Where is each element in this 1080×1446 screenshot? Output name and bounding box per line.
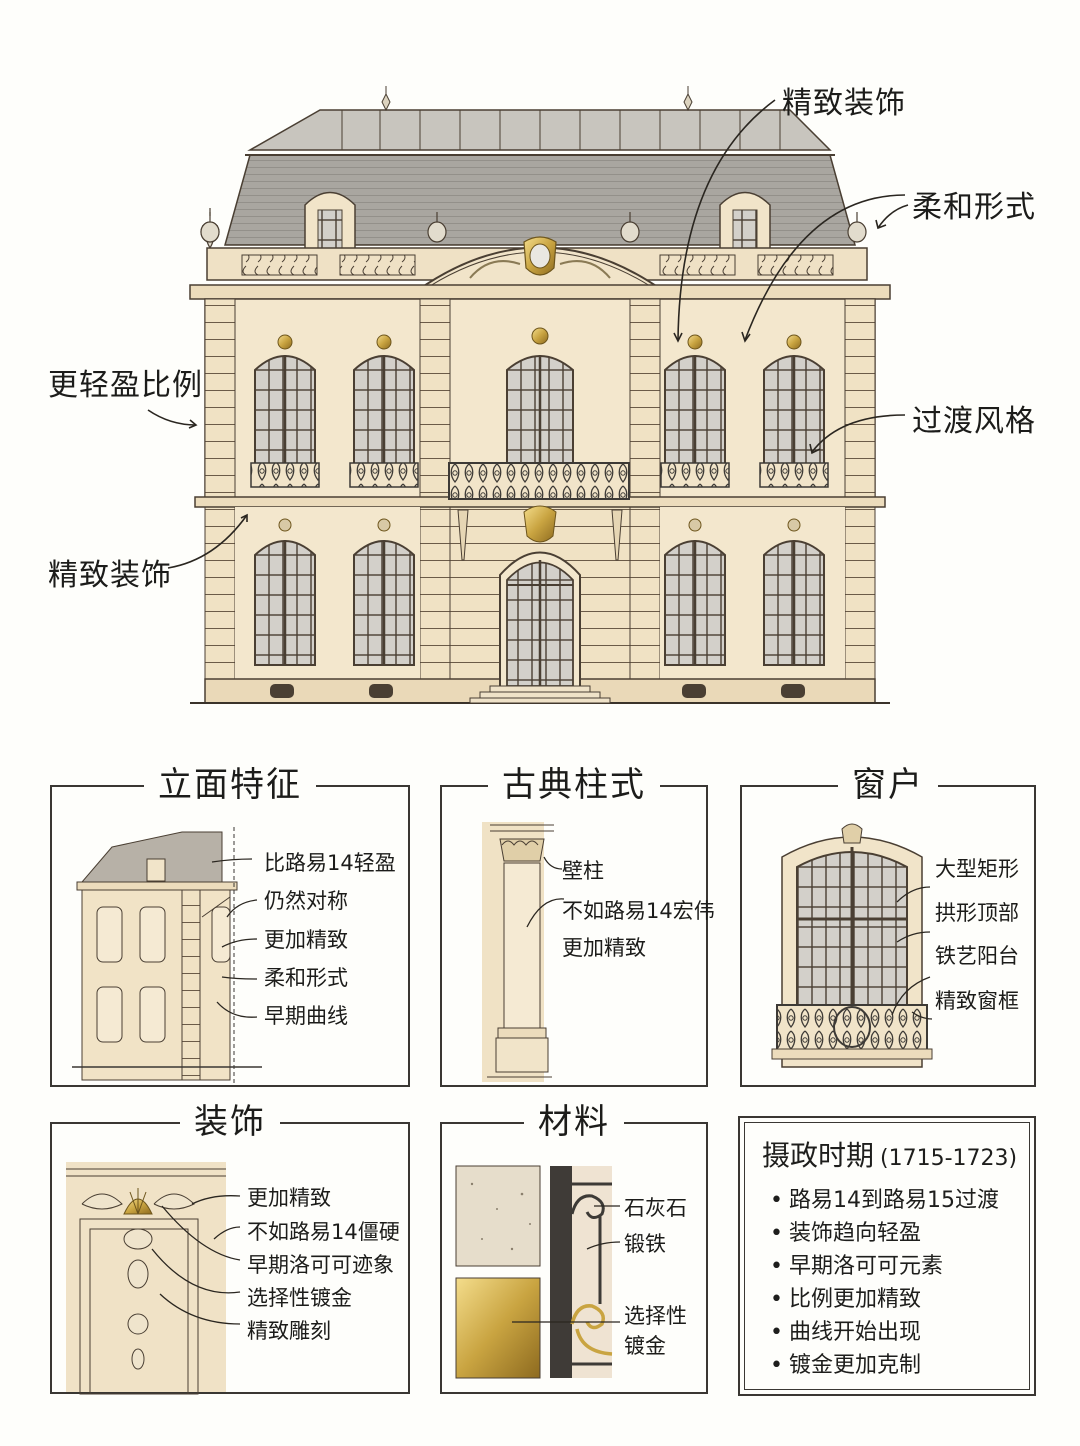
- summary-item: 曲线开始出现: [770, 1316, 999, 1349]
- gold-swatch: [455, 1277, 541, 1379]
- label-more-refined: 更加精致: [247, 1186, 331, 1210]
- label-early-rococo: 早期洛可可迹象: [247, 1253, 394, 1277]
- label-lighter-than-louis14: 比路易14轻盈: [264, 851, 396, 875]
- summary-item: 早期洛可可元素: [770, 1250, 999, 1283]
- summary-item: 装饰趋向轻盈: [770, 1217, 999, 1250]
- label-soft-forms: 柔和形式: [264, 966, 348, 990]
- facade-illustration: [147, 86, 909, 704]
- label-still-symmetrical: 仍然对称: [264, 889, 348, 913]
- summary-list: 路易14到路易15过渡 装饰趋向轻盈 早期洛可可元素 比例更加精致 曲线开始出现…: [770, 1184, 999, 1382]
- callout-arrows: [147, 99, 909, 569]
- label-pilaster: 壁柱: [562, 859, 604, 883]
- ornament-sketch: [66, 1162, 241, 1395]
- pilaster-sketch: [482, 822, 565, 1082]
- limestone-swatch: [455, 1165, 541, 1267]
- summary-title: 摄政时期(1715-1723): [762, 1134, 1017, 1174]
- label-gilding: 镀金: [624, 1334, 666, 1358]
- summary-item: 路易14到路易15过渡: [770, 1184, 999, 1217]
- panel-windows: 窗户 大型矩形 拱形顶部 铁艺阳台 精致窗框: [740, 765, 1036, 1087]
- label-iron-balcony: 铁艺阳台: [935, 944, 1019, 968]
- lower-windows: [254, 505, 825, 704]
- label-less-grand: 不如路易14宏伟: [562, 899, 715, 923]
- label-arched-top: 拱形顶部: [935, 901, 1019, 925]
- callout-soft-forms: 柔和形式: [912, 190, 1036, 225]
- panel-ornament: 装饰 更加精致 不如路易14僵硬 早期洛可可迹象 选择性镀金 精致雕刻: [50, 1102, 410, 1395]
- summary-item: 镀金更加克制: [770, 1349, 999, 1382]
- summary-title-text: 摄政时期: [762, 1139, 875, 1172]
- entrance-door: [457, 505, 623, 704]
- label-large-rectangular: 大型矩形: [935, 857, 1019, 881]
- label-early-curves: 早期曲线: [264, 1004, 348, 1028]
- label-limestone: 石灰石: [624, 1196, 687, 1220]
- summary-years: (1715-1723): [880, 1146, 1018, 1171]
- callout-transitional-style: 过渡风格: [912, 404, 1036, 439]
- callout-refined-ornament-top: 精致装饰: [782, 86, 906, 121]
- panel-regence-summary: 摄政时期(1715-1723) 路易14到路易15过渡 装饰趋向轻盈 早期洛可可…: [738, 1116, 1036, 1396]
- panel-classical-orders: 古典柱式 壁柱 不如路易14宏伟 更加精致: [440, 765, 715, 1087]
- label-more-refined: 更加精致: [562, 936, 646, 960]
- panel-facade-features: 立面特征 比路易14轻盈 仍然对称 更加精致 柔和形式 早期曲线: [50, 765, 410, 1087]
- panel-materials: 材料 石灰石 锻铁 选择性 镀金: [440, 1102, 708, 1394]
- label-selective-gilding: 选择性镀金: [247, 1286, 352, 1310]
- upper-windows: [250, 327, 829, 500]
- label-more-refined: 更加精致: [264, 928, 348, 952]
- label-refined-frame: 精致窗框: [935, 989, 1019, 1013]
- label-selective: 选择性: [624, 1304, 687, 1328]
- callout-lighter-proportions: 更轻盈比例: [48, 368, 203, 403]
- materials-swatches: [455, 1165, 621, 1379]
- facade-half-sketch: [72, 827, 262, 1087]
- cartouche-gold: [469, 236, 611, 279]
- dormer-left: [304, 191, 356, 251]
- label-wrought-iron: 锻铁: [624, 1232, 666, 1256]
- label-less-rigid: 不如路易14僵硬: [247, 1220, 400, 1244]
- callout-refined-ornament-left: 精致装饰: [48, 558, 172, 593]
- dormer-right: [719, 191, 771, 251]
- label-fine-carving: 精致雕刻: [247, 1319, 331, 1343]
- summary-item: 比例更加精致: [770, 1283, 999, 1316]
- window-sketch: [771, 823, 933, 1068]
